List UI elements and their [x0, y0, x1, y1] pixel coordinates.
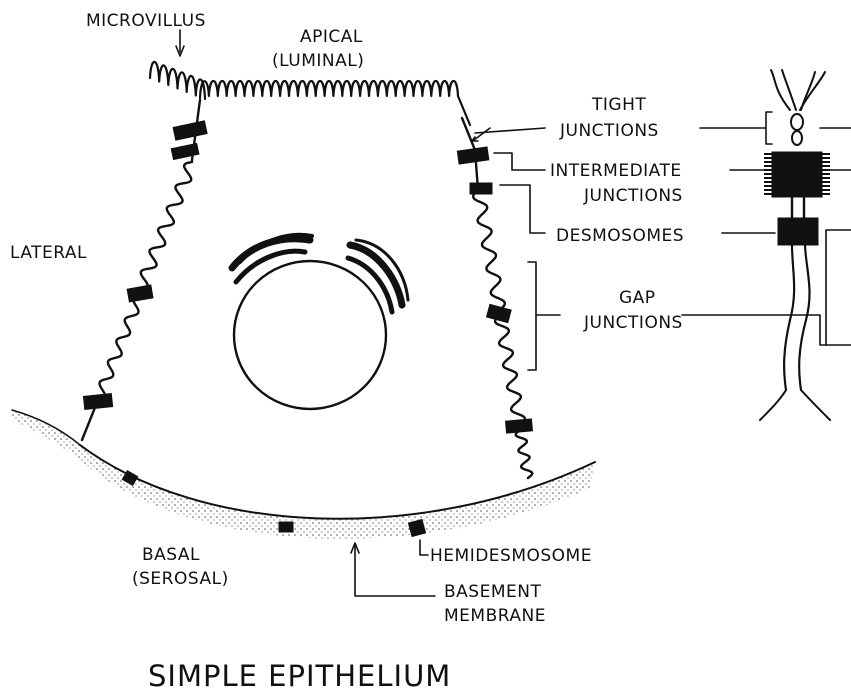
label-intermediate-junctions: JUNCTIONS: [583, 186, 683, 206]
label-desmosomes: DESMOSOMES: [556, 226, 684, 246]
label-hemidesmosome: HEMIDESMOSOME: [430, 546, 592, 566]
label-gap: GAP: [619, 288, 656, 308]
label-gap-junctions: JUNCTIONS: [583, 313, 683, 333]
nucleus: [234, 261, 386, 409]
diagram-title: SIMPLE EPITHELIUM: [148, 659, 451, 693]
label-intermediate: INTERMEDIATE: [550, 161, 682, 181]
left-junction-blocks: [83, 121, 207, 410]
label-tight-junctions: JUNCTIONS: [559, 121, 659, 141]
label-serosal: (SEROSAL): [132, 569, 229, 589]
label-apical: APICAL: [300, 27, 363, 47]
apical-microvilli: [200, 81, 470, 125]
label-basement: BASEMENT: [444, 582, 541, 602]
label-membrane: MEMBRANE: [444, 606, 546, 626]
right-junction-blocks: [457, 147, 532, 433]
junction-schematic: [760, 70, 830, 420]
label-luminal: (LUMINAL): [272, 51, 364, 71]
microvillus-cluster: [150, 62, 205, 99]
label-basal: BASAL: [142, 545, 200, 565]
label-tight: TIGHT: [591, 95, 646, 115]
label-microvillus: MICROVILLUS: [86, 11, 206, 31]
golgi-left: [232, 235, 312, 282]
label-lateral: LATERAL: [10, 243, 87, 263]
